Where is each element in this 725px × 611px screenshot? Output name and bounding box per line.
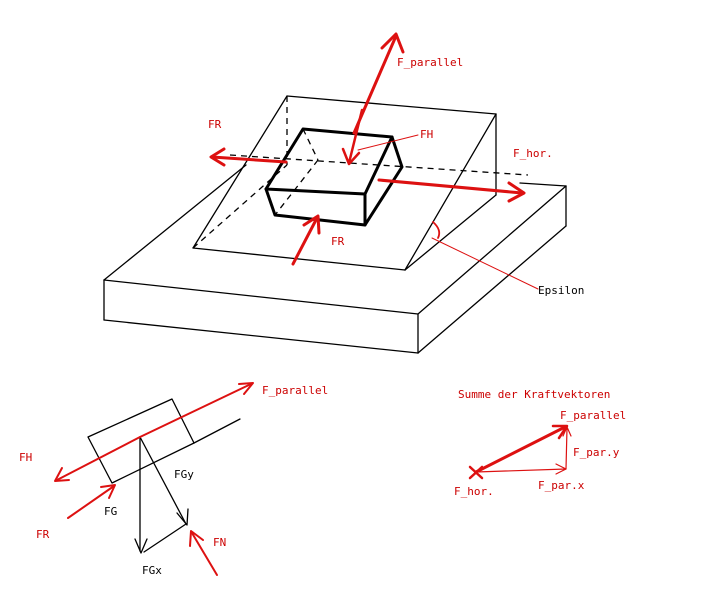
- vector-sum: [468, 424, 572, 480]
- label-sum-title: Summe der Kraftvektoren: [458, 388, 610, 401]
- label-f-parallel-top: F_parallel: [397, 56, 463, 69]
- label-fh-top: FH: [420, 128, 433, 141]
- label-f-par-x: F_par.x: [538, 479, 585, 492]
- label-fn: FN: [213, 536, 226, 549]
- label-f-hor-sum: F_hor.: [454, 485, 494, 498]
- epsilon-marker: [431, 221, 539, 290]
- label-fgy: FGy: [174, 468, 194, 481]
- label-fh-side: FH: [19, 451, 32, 464]
- label-fr-side: FR: [36, 528, 50, 541]
- label-fgx: FGx: [142, 564, 162, 577]
- label-epsilon: Epsilon: [538, 284, 584, 297]
- label-fr-front: FR: [331, 235, 345, 248]
- labels: F_parallel FR FH F_hor. FR Epsilon F_par…: [19, 56, 626, 577]
- block-3d: [264, 127, 404, 227]
- force-arrows-3d: [209, 32, 526, 266]
- base-plate: [103, 164, 567, 354]
- label-fg: FG: [104, 505, 117, 518]
- label-f-parallel-sum: F_parallel: [560, 409, 626, 422]
- label-f-hor: F_hor.: [513, 147, 553, 160]
- inclined-plane: [192, 95, 529, 271]
- label-f-par-y: F_par.y: [573, 446, 620, 459]
- force-arrows-side: [54, 382, 254, 576]
- label-fr-left: FR: [208, 118, 222, 131]
- side-view: [87, 398, 241, 554]
- label-f-parallel-side: F_parallel: [262, 384, 328, 397]
